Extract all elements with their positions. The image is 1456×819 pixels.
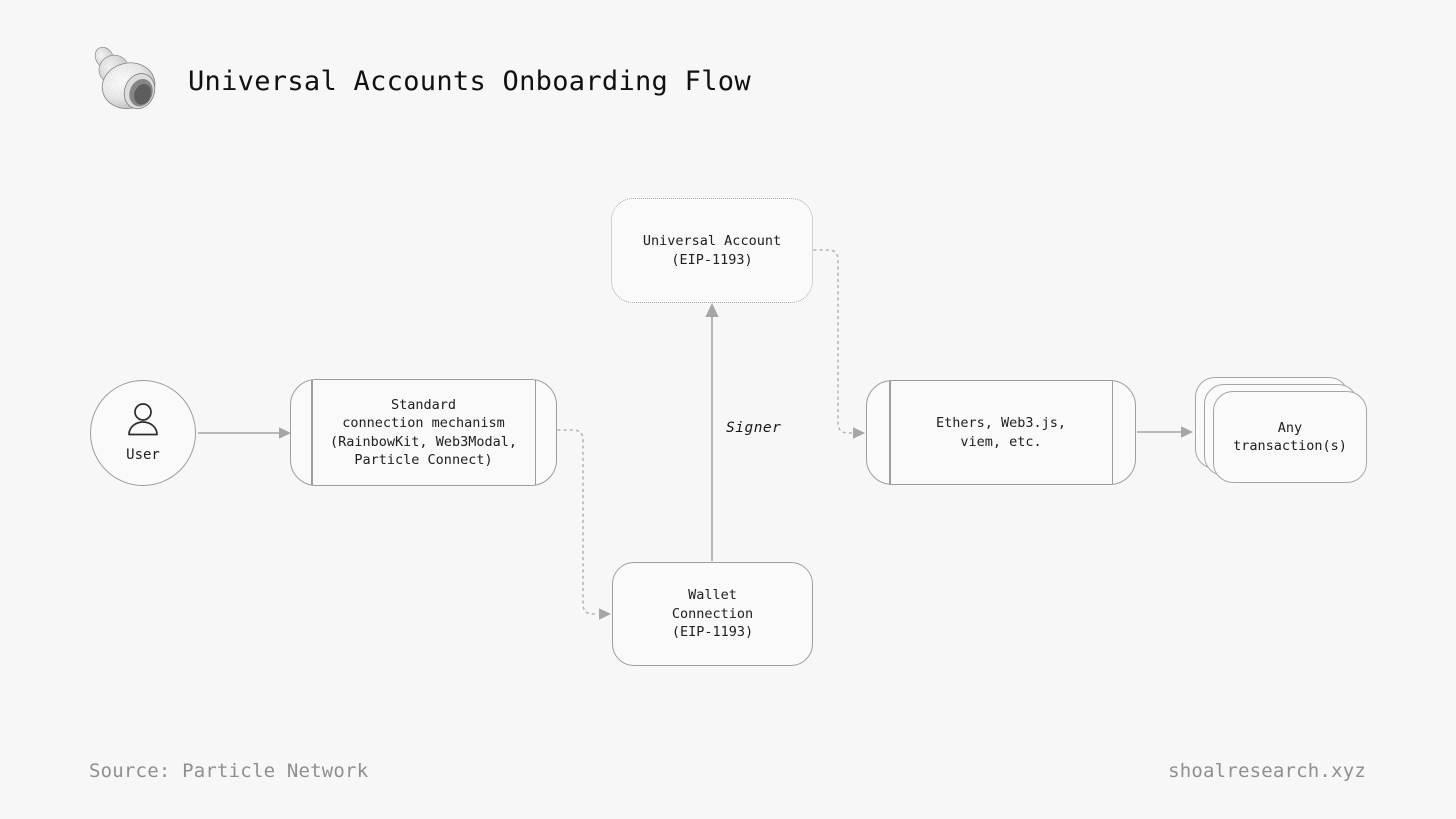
connector-universal-to-ethers	[813, 249, 865, 439]
ethers-libraries-node: Ethers, Web3.js, viem, etc.	[866, 380, 1136, 485]
connector-ethers-to-transactions	[1137, 426, 1193, 438]
node-label-line: Any	[1277, 419, 1303, 436]
inset-line	[1111, 381, 1113, 484]
node-label-line: viem, etc.	[960, 433, 1042, 450]
wallet-connection-node: Wallet Connection (EIP-1193)	[612, 562, 813, 666]
signer-edge-label: Signer	[726, 420, 782, 436]
node-label-line: Connection	[671, 605, 754, 622]
arrowhead-icon	[1181, 426, 1193, 438]
inset-line	[889, 381, 891, 484]
user-label: User	[126, 446, 160, 463]
inset-line	[311, 380, 313, 485]
connector-user-to-standard	[198, 427, 291, 439]
transactions-node: Any transaction(s)	[1213, 391, 1367, 483]
connector-wallet-to-universal	[705, 303, 719, 561]
source-attribution: Source: Particle Network	[89, 760, 369, 782]
inset-line	[534, 380, 536, 485]
user-node: User	[90, 380, 196, 486]
arrowhead-icon	[279, 427, 291, 439]
node-label-line: (EIP-1193)	[671, 624, 754, 641]
node-label-line: Particle Connect)	[354, 452, 493, 468]
node-label-line: Universal Account	[642, 233, 782, 249]
user-icon	[126, 402, 160, 444]
arrowhead-icon	[705, 303, 719, 317]
node-label-line: (RainbowKit, Web3Modal,	[330, 433, 517, 450]
page-title: Universal Accounts Onboarding Flow	[188, 66, 751, 97]
arrowhead-icon	[599, 608, 611, 620]
node-label-line: transaction(s)	[1233, 438, 1347, 454]
connector-standard-to-wallet	[557, 429, 611, 620]
node-label-line: Wallet	[688, 587, 737, 604]
node-label-line: (EIP-1193)	[671, 251, 753, 268]
site-url: shoalresearch.xyz	[1168, 760, 1366, 782]
shell-logo-icon	[88, 42, 166, 120]
universal-account-node: Universal Account (EIP-1193)	[611, 198, 813, 303]
arrowhead-icon	[853, 427, 865, 439]
node-label-line: Ethers, Web3.js,	[935, 415, 1067, 431]
node-label-line: connection mechanism	[342, 415, 505, 431]
standard-connection-node: Standard connection mechanism (RainbowKi…	[290, 379, 557, 486]
node-label-line: Standard	[390, 396, 457, 413]
